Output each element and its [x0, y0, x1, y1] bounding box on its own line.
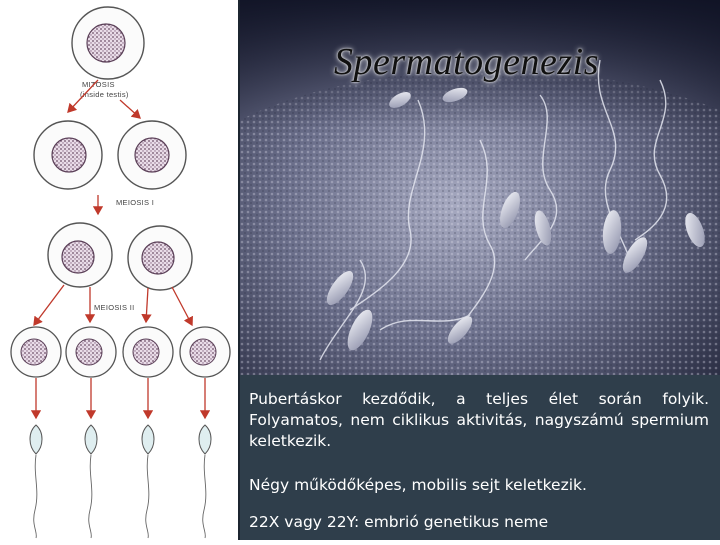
label-mitosis: MITOSIS — [82, 80, 115, 89]
arrow — [120, 100, 140, 118]
spermatid-cell — [11, 327, 61, 377]
spermatid-cell — [123, 327, 173, 377]
sperm-cell — [199, 425, 211, 538]
spermatid-cell — [66, 327, 116, 377]
primary-cell-left — [34, 121, 102, 189]
sperm-cell — [30, 425, 42, 538]
spermatogenesis-diagram: MITOSIS (inside testis) MEIOSIS I MEIOSI… — [0, 0, 238, 540]
spermatogonium-cell — [72, 7, 144, 79]
primary-cell-right — [118, 121, 186, 189]
sperm-cell — [142, 425, 154, 538]
label-meiosis-1: MEIOSIS I — [116, 198, 154, 207]
secondary-cell-left — [48, 223, 112, 287]
paragraph-cells: Négy működőképes, mobilis sejt keletkezi… — [249, 475, 709, 496]
diagram-svg: MITOSIS (inside testis) MEIOSIS I MEIOSI… — [0, 0, 238, 540]
arrow — [34, 285, 64, 325]
spermatid-cell — [180, 327, 230, 377]
paragraph-genetics: 22X vagy 22Y: embrió genetikus neme — [249, 512, 709, 533]
secondary-cell-right — [128, 226, 192, 290]
sperm-cell — [85, 425, 97, 538]
label-meiosis-2: MEIOSIS II — [94, 303, 135, 312]
arrow — [146, 288, 148, 322]
paragraph-onset: Pubertáskor kezdődik, a teljes élet sorá… — [249, 389, 709, 452]
arrow — [172, 287, 192, 325]
text-panel: Pubertáskor kezdődik, a teljes élet sorá… — [240, 375, 720, 540]
slide-title: Spermatogenezis — [334, 40, 654, 84]
